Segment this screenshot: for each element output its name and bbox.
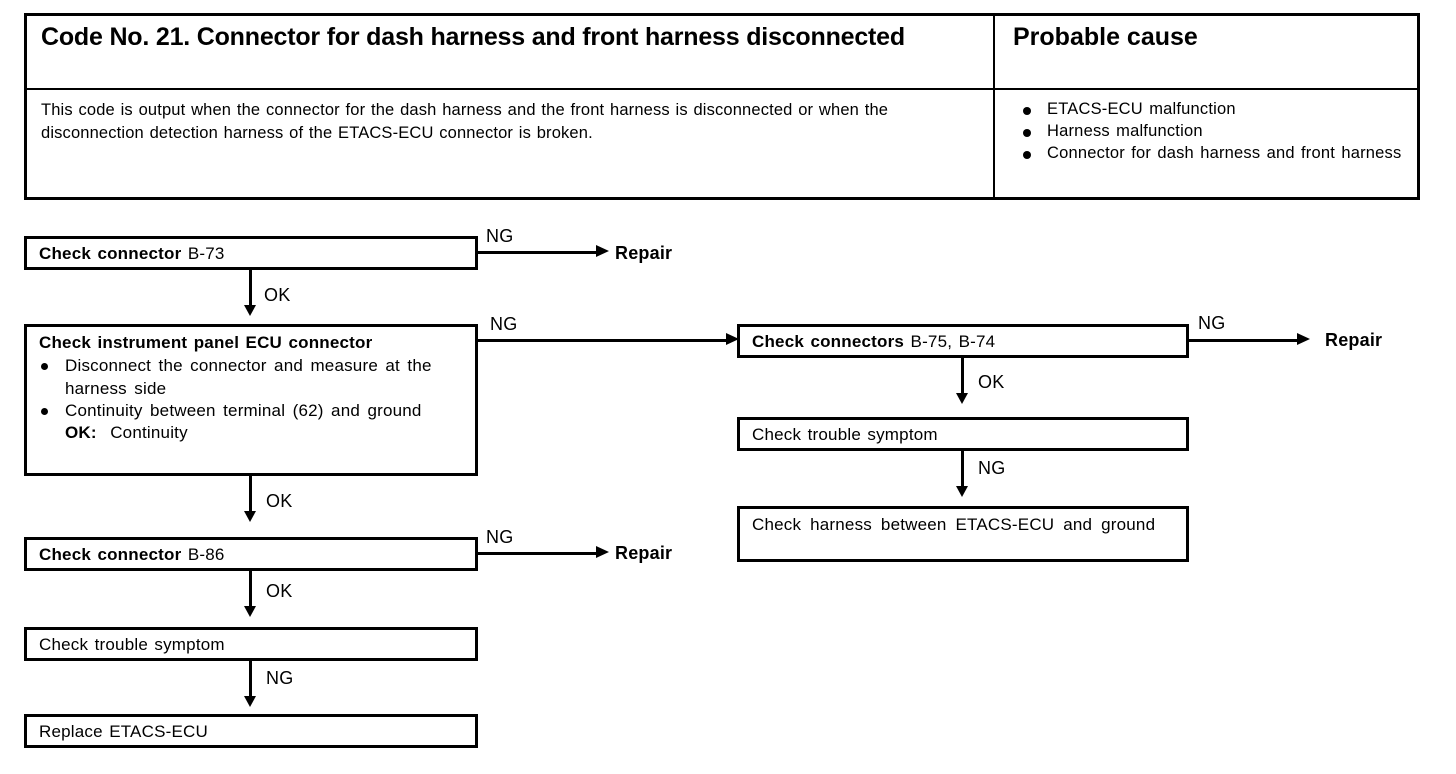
arrowhead-down xyxy=(244,511,256,522)
flow-box-check-connectors-b75-b74[interactable]: Check connectors B-75, B-74 xyxy=(737,324,1189,358)
edge-label-ok: OK xyxy=(266,491,293,511)
flow-box-title: Check connectors xyxy=(752,332,905,351)
flow-box-detail: B-75, B-74 xyxy=(910,332,996,351)
list-item: Continuity between terminal (62) and gro… xyxy=(39,400,465,422)
flow-box-check-harness-etacs-ground[interactable]: Check harness between ETACS-ECU and grou… xyxy=(737,506,1189,562)
arrowhead-down xyxy=(956,393,968,404)
flow-box-check-connector-b86[interactable]: Check connector B-86 xyxy=(24,537,478,571)
flow-box-check-instrument-panel-ecu[interactable]: Check instrument panel ECU connector Dis… xyxy=(24,324,478,476)
list-item: Disconnect the connector and measure at … xyxy=(39,355,465,399)
flow-box-title: Check harness between ETACS-ECU and grou… xyxy=(752,515,1156,534)
probable-cause-list: ETACS-ECU malfunction Harness malfunctio… xyxy=(1009,99,1403,165)
code-info-table: Code No. 21. Connector for dash harness … xyxy=(24,13,1420,200)
edge-ng-b73 xyxy=(478,251,598,254)
edge-label-ng: NG xyxy=(486,226,514,246)
flow-box-check-trouble-symptom-left[interactable]: Check trouble symptom xyxy=(24,627,478,661)
list-item: Harness malfunction xyxy=(1009,121,1403,143)
terminal-repair: Repair xyxy=(1325,330,1383,350)
edge-label-ng: NG xyxy=(266,668,294,688)
edge-ng-trouble-left xyxy=(249,661,252,699)
probable-cause-title: Probable cause xyxy=(1013,23,1198,51)
flow-box-title: Check connector xyxy=(39,545,182,564)
arrowhead-down xyxy=(244,696,256,707)
arrowhead-down xyxy=(244,606,256,617)
edge-ng-ecu xyxy=(478,339,731,342)
arrowhead-right xyxy=(596,245,609,257)
flow-box-bullets: Disconnect the connector and measure at … xyxy=(39,355,465,421)
edge-label-ok: OK xyxy=(264,285,291,305)
flow-box-check-connector-b73[interactable]: Check connector B-73 xyxy=(24,236,478,270)
flow-box-title: Check instrument panel ECU connector xyxy=(39,333,373,352)
edge-label-ng: NG xyxy=(490,314,518,334)
edge-label-ng: NG xyxy=(1198,313,1226,333)
flow-box-title: Check trouble symptom xyxy=(752,425,938,444)
edge-ng-b75-b74 xyxy=(1189,339,1299,342)
flow-box-title: Check trouble symptom xyxy=(39,635,225,654)
table-column-probable-cause: Probable cause ETACS-ECU malfunction Har… xyxy=(995,16,1417,197)
flow-box-title: Check connector xyxy=(39,244,182,263)
page-title: Code No. 21. Connector for dash harness … xyxy=(41,23,905,51)
edge-ng-trouble-right xyxy=(961,451,964,489)
list-item: Connector for dash harness and front har… xyxy=(1009,143,1403,165)
terminal-repair: Repair xyxy=(615,543,673,563)
flow-box-replace-etacs-ecu[interactable]: Replace ETACS-ECU xyxy=(24,714,478,748)
flow-box-detail: B-86 xyxy=(187,545,225,564)
probable-cause-body-cell: ETACS-ECU malfunction Harness malfunctio… xyxy=(995,90,1417,197)
code-title-cell: Code No. 21. Connector for dash harness … xyxy=(27,16,993,90)
edge-ok-ecu xyxy=(249,476,252,514)
edge-label-ng: NG xyxy=(486,527,514,547)
arrowhead-right xyxy=(596,546,609,558)
flow-box-detail: B-73 xyxy=(187,244,225,263)
edge-label-ok: OK xyxy=(266,581,293,601)
arrowhead-down xyxy=(956,486,968,497)
edge-ng-b86 xyxy=(478,552,598,555)
ok-criteria-label: OK: xyxy=(65,422,97,442)
table-column-code: Code No. 21. Connector for dash harness … xyxy=(27,16,995,197)
edge-ok-b73 xyxy=(249,270,252,308)
probable-cause-title-cell: Probable cause xyxy=(995,16,1417,90)
code-description-cell: This code is output when the connector f… xyxy=(27,90,993,197)
edge-label-ok: OK xyxy=(978,372,1005,392)
arrowhead-down xyxy=(244,305,256,316)
edge-label-ng: NG xyxy=(978,458,1006,478)
arrowhead-right xyxy=(1297,333,1310,345)
flow-box-check-trouble-symptom-right[interactable]: Check trouble symptom xyxy=(737,417,1189,451)
terminal-repair: Repair xyxy=(615,243,673,263)
code-description: This code is output when the connector f… xyxy=(41,101,889,142)
arrowhead-right xyxy=(726,333,739,345)
flow-box-ok-criteria: OK: Continuity xyxy=(39,422,465,444)
edge-ok-b75-b74 xyxy=(961,358,964,396)
list-item: ETACS-ECU malfunction xyxy=(1009,99,1403,121)
flow-box-title: Replace ETACS-ECU xyxy=(39,722,208,741)
edge-ok-b86 xyxy=(249,571,252,609)
ok-criteria-value: Continuity xyxy=(110,422,188,442)
